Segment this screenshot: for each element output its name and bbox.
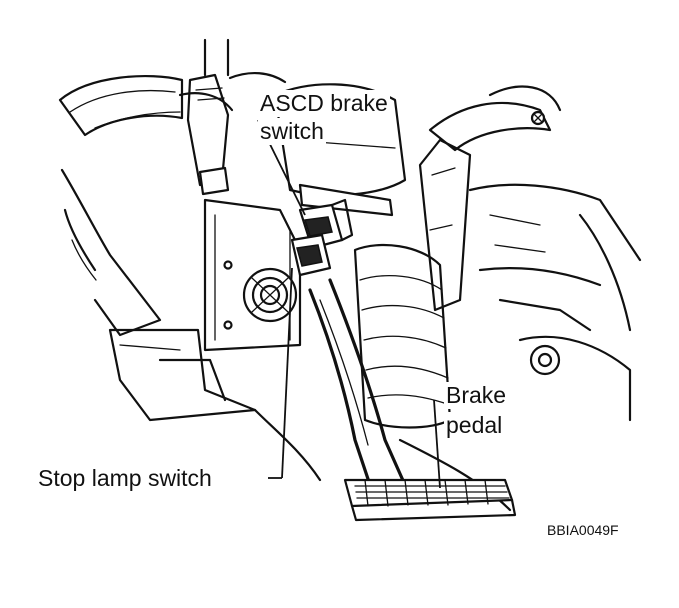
floor-contour xyxy=(253,408,322,482)
left-cowl-panel xyxy=(60,168,162,337)
upper-left-bracket xyxy=(58,74,184,137)
brake-pedal-leader-line xyxy=(433,399,441,489)
upper-hose xyxy=(178,92,234,112)
ascd-brake-switch-label-line2: switch xyxy=(258,118,326,145)
lower-left-floor-box xyxy=(108,328,257,422)
ascd-brake-switch-label-line1: ASCD brake xyxy=(258,90,390,117)
figure-code: BBIA0049F xyxy=(547,522,619,538)
brake-pedal-label-line1: Brake xyxy=(444,382,509,409)
right-vertical-pipe xyxy=(418,138,472,312)
brake-pedal-arm xyxy=(308,288,372,487)
brake-pedal-label-line2: pedal xyxy=(444,412,505,439)
stop-lamp-leader-line-vertical xyxy=(281,267,293,479)
upper-right-arm xyxy=(428,101,552,152)
stop-lamp-switch-label: Stop lamp switch xyxy=(36,465,214,492)
pedal-mounting-plate xyxy=(203,198,302,352)
right-linkage xyxy=(468,183,642,262)
